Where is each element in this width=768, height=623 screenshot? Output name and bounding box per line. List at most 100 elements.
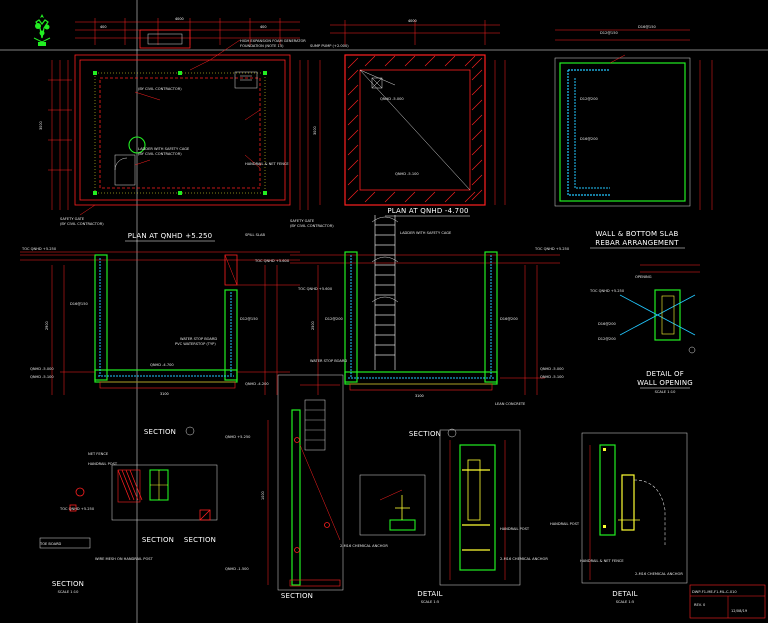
note-opening: OPENING xyxy=(635,275,652,279)
dim-sec-left-height: 2900 xyxy=(45,321,49,330)
note-pvc-waterstop: PVC WATERSTOP (TYP) xyxy=(175,342,216,346)
note-by-civil-3: (BY CIVIL CONTRACTOR) xyxy=(60,222,104,226)
level-lower-2: QNHD -5.100 xyxy=(395,172,419,176)
note-right-detail-3: 2-M16 CHEMICAL ANCHOR xyxy=(635,572,683,576)
level-ladder-wall-1: QNHD +5.250 xyxy=(225,435,251,439)
dim-top-1: 400 xyxy=(100,25,106,29)
note-water-stop-2: WATER STOP BOARD xyxy=(310,359,347,363)
level-sec-left-1: TOC QNHD +5.250 xyxy=(21,247,57,251)
title-section-small-1: SECTION xyxy=(142,536,174,544)
note-bracket-anchor: 2-M16 CHEMICAL ANCHOR xyxy=(500,557,548,561)
level-sec-left-3: QNHD -4.700 xyxy=(150,363,174,367)
plan-upper: HIGH EXPANSION FOAM GENERATOR FOUNDATION… xyxy=(39,17,309,242)
title-block-drawing-no: DWP-F1-ME-F1-ML-C-010 xyxy=(692,590,737,594)
title-plan-upper: PLAN AT QNHD +5.250 xyxy=(128,232,213,240)
level-sec-left-6: QNHD -4.200 xyxy=(245,382,269,386)
title-block: DWP-F1-ME-F1-ML-C-010 REV. 0 12/08/19 xyxy=(689,584,766,619)
note-spill-slab: SPILL SLAB xyxy=(245,233,265,237)
note-bracket-post: HANDRAIL POST xyxy=(500,527,530,531)
detail-wall-opening: TOC QNHD +5.250 D16@200 D12@200 OPENING … xyxy=(589,264,700,394)
ucs-icon xyxy=(33,14,51,46)
note-by-civil-2: (BY CIVIL CONTRACTOR) xyxy=(138,152,182,156)
dim-lower-left: 3000 xyxy=(313,126,317,135)
level-ladder-wall-2: QNHD -1.500 xyxy=(225,567,249,571)
note-ladder: LADDER WITH SAFETY CAGE xyxy=(138,147,190,151)
level-sec-mid-3: QNHD -5.000 xyxy=(540,367,564,371)
level-handrail: TOC QNHD +5.250 xyxy=(59,507,95,511)
level-sec-mid-1: TOC QNHD +5.250 xyxy=(534,247,570,251)
section-left: TOC QNHD +5.250 SPILL SLAB TOC QNHD +5.6… xyxy=(20,233,300,436)
title-section-middle: SECTION xyxy=(409,430,441,438)
note-toe-board: TOE BOARD xyxy=(39,542,62,546)
rebar-label-3: D12@200 xyxy=(580,97,599,101)
level-sec-left-4: QNHD -5.000 xyxy=(30,367,54,371)
dim-sec-mid-width: 3100 xyxy=(415,394,424,398)
level-opening: TOC QNHD +5.250 xyxy=(589,289,625,293)
title-detail-1: DETAIL xyxy=(417,590,443,598)
note-ladder-mid: LADDER WITH SAFETY CAGE xyxy=(400,231,452,235)
rebar-label-4: D16@200 xyxy=(580,137,599,141)
scale-detail-2: SCALE 1:5 xyxy=(616,600,634,604)
note-safety-gate-mid: SAFETY GATE xyxy=(290,219,315,223)
rebar-sec-mid-1: D16@200 xyxy=(500,317,519,321)
rebar-opening-2: D12@200 xyxy=(598,337,617,341)
rebar-sec-mid-2: D12@200 xyxy=(325,317,344,321)
scale-detail-1: SCALE 1:5 xyxy=(421,600,439,604)
level-sec-mid-4: QNHD -5.100 xyxy=(540,375,564,379)
dim-sec-mid-height: 2500 xyxy=(311,321,315,330)
detail-steel-bracket: 2-M16 CHEMICAL ANCHOR HANDRAIL POST xyxy=(439,429,548,586)
title-wall-bottom-slab: WALL & BOTTOM SLAB xyxy=(595,230,678,238)
note-handrail: HANDRAIL & NET FENCE xyxy=(245,162,289,166)
dim-left-total: 3000 xyxy=(39,121,43,130)
rebar-plan: D12@150 D16@150 D12@200 D16@200 WALL & B… xyxy=(554,25,713,249)
level-sec-left-2: TOC QNHD +5.600 xyxy=(254,259,290,263)
section-ladder-wall: QNHD +5.250 QNHD -1.500 1000 SECTION xyxy=(225,374,344,600)
dim-top-2: 400 xyxy=(260,25,266,29)
note-safety-gate: SAFETY GATE xyxy=(60,217,85,221)
note-lean-concrete: LEAN CONCRETE xyxy=(495,402,526,406)
rebar-sec-left-1: D16@150 xyxy=(70,302,89,306)
rebar-label-1: D12@150 xyxy=(600,31,619,35)
title-section-ladder: SECTION xyxy=(281,592,313,600)
title-section-left: SECTION xyxy=(144,428,176,436)
title-rebar-arrangement: REBAR ARRANGEMENT xyxy=(595,239,679,247)
title-detail-2: DETAIL xyxy=(612,590,638,598)
section-middle: SAFETY GATE (BY CIVIL CONTRACTOR) LADDER… xyxy=(290,215,570,438)
note-wire-mesh: WIRE MESH ON HANDRAIL POST xyxy=(95,557,154,561)
level-sec-mid-2: TOC QNHD +5.600 xyxy=(297,287,333,291)
dim-sec-left-width: 3100 xyxy=(160,392,169,396)
note-right-detail-2: HANDRAIL & NET FENCE xyxy=(580,559,624,563)
plan-lower: SUMP PUMP (+2.000) QNHD -5.000 QNHD -5.1… xyxy=(310,19,506,217)
note-foundation: FOUNDATION (NOTE 15) xyxy=(240,44,284,48)
dim-ladder-wall: 1000 xyxy=(261,491,265,500)
note-sump-pump: SUMP PUMP (+2.000) xyxy=(310,44,349,48)
title-detail-of: DETAIL OF xyxy=(646,370,684,378)
title-wall-opening: WALL OPENING xyxy=(637,379,693,387)
note-handrail-post: HANDRAIL POST xyxy=(88,462,118,466)
note-right-detail-1: HANDRAIL POST xyxy=(550,522,580,526)
level-sec-left-5: QNHD -5.100 xyxy=(30,375,54,379)
title-section-small-2: SECTION xyxy=(184,536,216,544)
dim-lower-top: 4000 xyxy=(408,19,417,23)
section-handrail: NET FENCE HANDRAIL POST TOE BOARD WIRE M… xyxy=(39,452,218,594)
scale-handrail: SCALE 1:10 xyxy=(58,590,79,594)
rebar-opening-1: D16@200 xyxy=(598,322,617,326)
title-plan-lower: PLAN AT QNHD -4.700 xyxy=(387,207,468,215)
detail-right: HANDRAIL POST HANDRAIL & NET FENCE 2-M16… xyxy=(550,432,688,604)
scale-opening: SCALE 1:10 xyxy=(655,390,676,394)
title-block-rev: REV. 0 xyxy=(694,603,706,607)
level-lower-1: QNHD -5.000 xyxy=(380,97,404,101)
note-by-civil-1: (BY CIVIL CONTRACTOR) xyxy=(138,87,182,91)
note-by-civil-mid: (BY CIVIL CONTRACTOR) xyxy=(290,224,334,228)
detail-chemical-anchor: 2-M16 CHEMICAL ANCHOR DETAIL SCALE 1:5 xyxy=(340,474,443,604)
title-block-date: 12/08/19 xyxy=(731,609,748,613)
note-net-fence: NET FENCE xyxy=(88,452,109,456)
dim-top-total: 4000 xyxy=(175,17,184,21)
note-foam-generator: HIGH EXPANSION FOAM GENERATOR xyxy=(240,39,306,43)
rebar-label-2: D16@150 xyxy=(638,25,657,29)
title-section-handrail: SECTION xyxy=(52,580,84,588)
rebar-sec-left-2: D12@150 xyxy=(240,317,259,321)
note-water-stop-1: WATER STOP BOARD xyxy=(180,337,217,341)
